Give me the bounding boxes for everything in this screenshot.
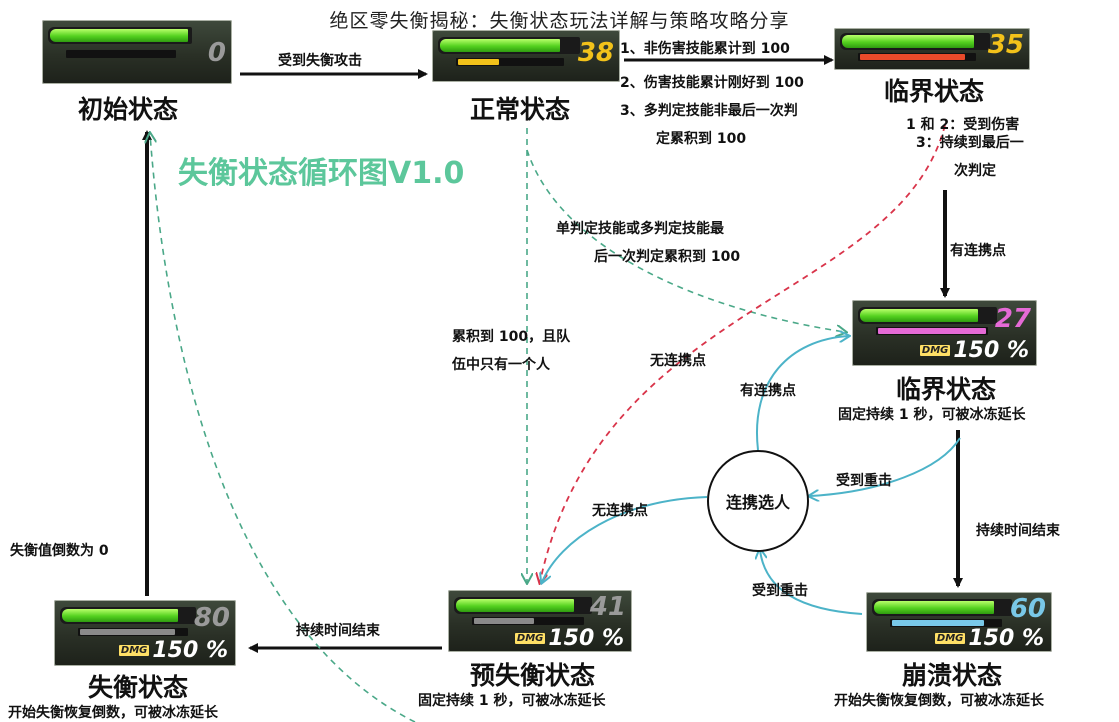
bar-number: 38 <box>577 38 614 68</box>
critical-status-bar: 35 <box>834 28 1030 70</box>
teal-collapse-to-circle <box>760 550 863 615</box>
bar-number: 35 <box>987 30 1024 60</box>
dmg-tag: DMG <box>934 633 966 644</box>
dmg-value: 150 <box>152 638 199 663</box>
bar-number: 80 <box>193 603 230 633</box>
label-cond1: 1、非伤害技能累计到 100 <box>620 41 790 57</box>
state-label-critical-top: 临界状态 <box>884 77 985 106</box>
label-duration-end-right: 持续时间结束 <box>976 523 1060 539</box>
bar-number: 0 <box>207 38 226 68</box>
teal-circle-to-prestun <box>542 496 708 582</box>
teal-critical-mid-to-circle <box>810 437 961 496</box>
state-label-normal: 正常状态 <box>470 95 571 124</box>
initial-status-bar: 0 <box>42 20 232 84</box>
label-no-chain-lower: 无连携点 <box>592 503 648 519</box>
label-single-multi-1: 单判定技能或多判定技能最 <box>556 221 724 237</box>
stun-gauge <box>860 54 965 60</box>
dmg-tag: DMG <box>514 633 546 644</box>
label-cond2: 2、伤害技能累计刚好到 100 <box>620 75 804 91</box>
label-accum-2: 伍中只有一个人 <box>452 357 550 373</box>
bar-number: 60 <box>1009 594 1046 624</box>
dmg-tag: DMG <box>919 345 951 356</box>
label-right-note-3: 次判定 <box>954 163 996 179</box>
state-label-initial: 初始状态 <box>78 95 179 124</box>
chain-select-label: 连携选人 <box>725 493 790 512</box>
stun-gauge <box>474 618 534 624</box>
stun-gauge <box>80 629 175 635</box>
dmg-value: 150 <box>968 626 1015 651</box>
label-single-multi-2: 后一次判定累积到 100 <box>594 249 741 265</box>
label-no-chain-upper: 无连携点 <box>650 353 706 369</box>
label-hit-heavy-2: 受到重击 <box>752 583 808 599</box>
stunned-note: 开始失衡恢复倒数，可被冰冻延长 <box>8 705 218 721</box>
dashed-critical-to-prestun <box>540 124 946 582</box>
bar-number: 27 <box>994 304 1031 334</box>
stun-gauge <box>458 59 499 65</box>
state-label-stunned: 失衡状态 <box>88 673 189 702</box>
page-title: 绝区零失衡揭秘：失衡状态玩法详解与策略攻略分享 <box>329 10 790 32</box>
label-accum-1: 累积到 100，且队 <box>452 329 571 345</box>
collapse-note: 开始失衡恢复倒数，可被冰冻延长 <box>834 693 1044 709</box>
stun-gauge <box>878 328 986 334</box>
teal-circle-to-critical-mid <box>756 336 848 451</box>
label-right-note-1: 1 和 2：受到伤害 <box>906 117 1020 133</box>
bar-number: 41 <box>589 592 626 622</box>
prestun-note: 固定持续 1 秒，可被冰冻延长 <box>418 693 606 709</box>
label-attacked: 受到失衡攻击 <box>278 53 362 69</box>
label-cond3-line1: 3、多判定技能非最后一次判 <box>620 103 798 119</box>
dashed-return-to-initial <box>150 134 416 722</box>
chain-select-node: 连携选人 <box>707 450 809 552</box>
dashed-normal-to-critical-mid <box>526 149 845 332</box>
dmg-value: 150 <box>548 626 595 651</box>
label-cond3-line2: 定累积到 100 <box>656 131 747 147</box>
state-label-prestun: 预失衡状态 <box>470 661 596 690</box>
label-right-note-2: 3：持续到最后一 <box>916 135 1024 151</box>
label-stun-countdown-zero: 失衡值倒数为 0 <box>10 543 109 559</box>
dmg-value: 150 <box>953 338 1000 363</box>
label-duration-end-bottom: 持续时间结束 <box>296 623 380 639</box>
label-has-chain-right: 有连携点 <box>950 243 1006 259</box>
critical-mid-note: 固定持续 1 秒，可被冰冻延长 <box>838 407 1026 423</box>
normal-status-bar: 38 <box>432 30 620 82</box>
label-hit-heavy-1: 受到重击 <box>836 473 892 489</box>
stun-gauge <box>892 620 984 626</box>
dmg-tag: DMG <box>118 645 150 656</box>
label-has-chain-circle: 有连携点 <box>740 383 796 399</box>
state-label-critical-mid: 临界状态 <box>896 375 997 404</box>
state-label-collapse: 崩溃状态 <box>902 661 1003 690</box>
diagram-title: 失衡状态循环图V1.0 <box>178 156 465 191</box>
